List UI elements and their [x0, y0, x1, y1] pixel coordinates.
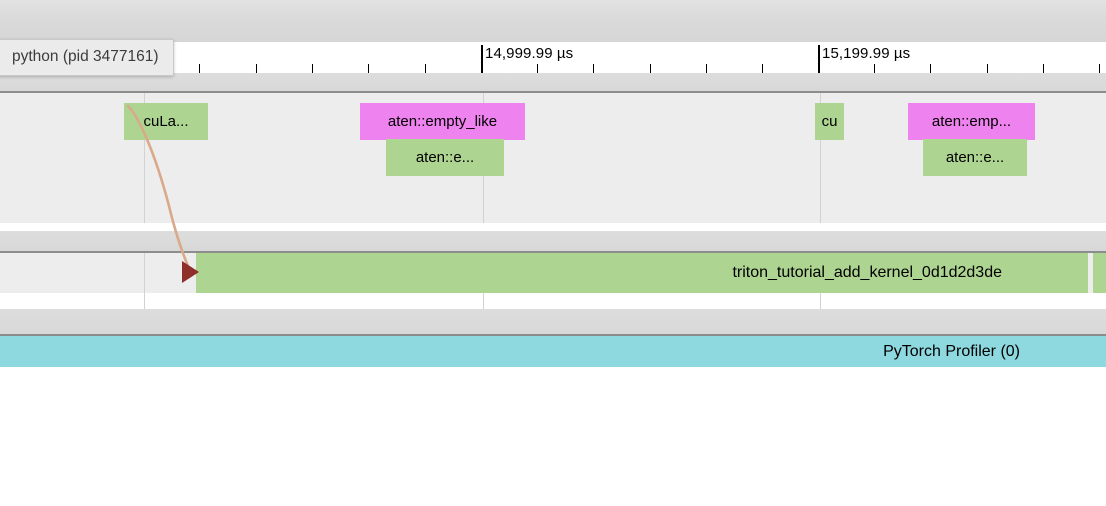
trace-slice[interactable]: aten::empty_like: [360, 103, 525, 140]
ruler-tick-minor: [256, 64, 257, 73]
ruler-tick-minor: [593, 64, 594, 73]
ruler-tick-major: [818, 45, 820, 73]
ruler-tick-minor: [874, 64, 875, 73]
trace-slice[interactable]: aten::e...: [923, 139, 1027, 176]
ruler-tick-minor: [650, 64, 651, 73]
ruler-time-label: 15,199.99 µs: [822, 45, 911, 62]
track-header-gpu-kernel[interactable]: [0, 231, 1106, 253]
ruler-tick-minor: [312, 64, 313, 73]
trace-slice[interactable]: cuLa...: [124, 103, 208, 140]
track-gap-1: [0, 223, 1106, 231]
track-body-cpu-thread: cuLa... aten::empty_like cu aten::emp... at…: [0, 93, 1106, 223]
trace-slice[interactable]: aten::emp...: [908, 103, 1035, 140]
ruler-tick-minor: [368, 64, 369, 73]
gridline: [144, 293, 145, 309]
ruler-tick-minor: [1099, 64, 1100, 73]
trace-slice[interactable]: cu: [815, 103, 844, 140]
ruler-tick-minor: [987, 64, 988, 73]
track-gap-2: [0, 293, 1106, 309]
gridline: [820, 293, 821, 309]
trace-slice[interactable]: PyTorch Profiler (0): [0, 336, 1106, 367]
ruler-tick-minor: [706, 64, 707, 73]
ruler-tick-minor: [425, 64, 426, 73]
ruler-tick-minor: [537, 64, 538, 73]
ruler-time-label: 14,999.99 µs: [485, 45, 574, 62]
process-name-pill: python (pid 3477161): [0, 39, 174, 76]
empty-canvas-area: [0, 370, 1106, 506]
gridline: [483, 293, 484, 309]
track-header-cpu-thread[interactable]: [0, 73, 1106, 93]
ruler-tick-minor: [1043, 64, 1044, 73]
trace-slice[interactable]: [1093, 253, 1106, 293]
ruler-tick-major: [481, 45, 483, 73]
gridline: [144, 253, 145, 293]
top-header-strip: [0, 0, 1106, 42]
trace-slice[interactable]: aten::e...: [386, 139, 504, 176]
track-header-profiler[interactable]: [0, 309, 1106, 336]
trace-slice[interactable]: triton_tutorial_add_kernel_0d1d2d3de: [196, 253, 1088, 293]
track-body-gpu-kernel: triton_tutorial_add_kernel_0d1d2d3de: [0, 253, 1106, 293]
ruler-tick-minor: [762, 64, 763, 73]
ruler-tick-minor: [199, 64, 200, 73]
track-body-profiler: PyTorch Profiler (0): [0, 336, 1106, 370]
ruler-tick-minor: [930, 64, 931, 73]
